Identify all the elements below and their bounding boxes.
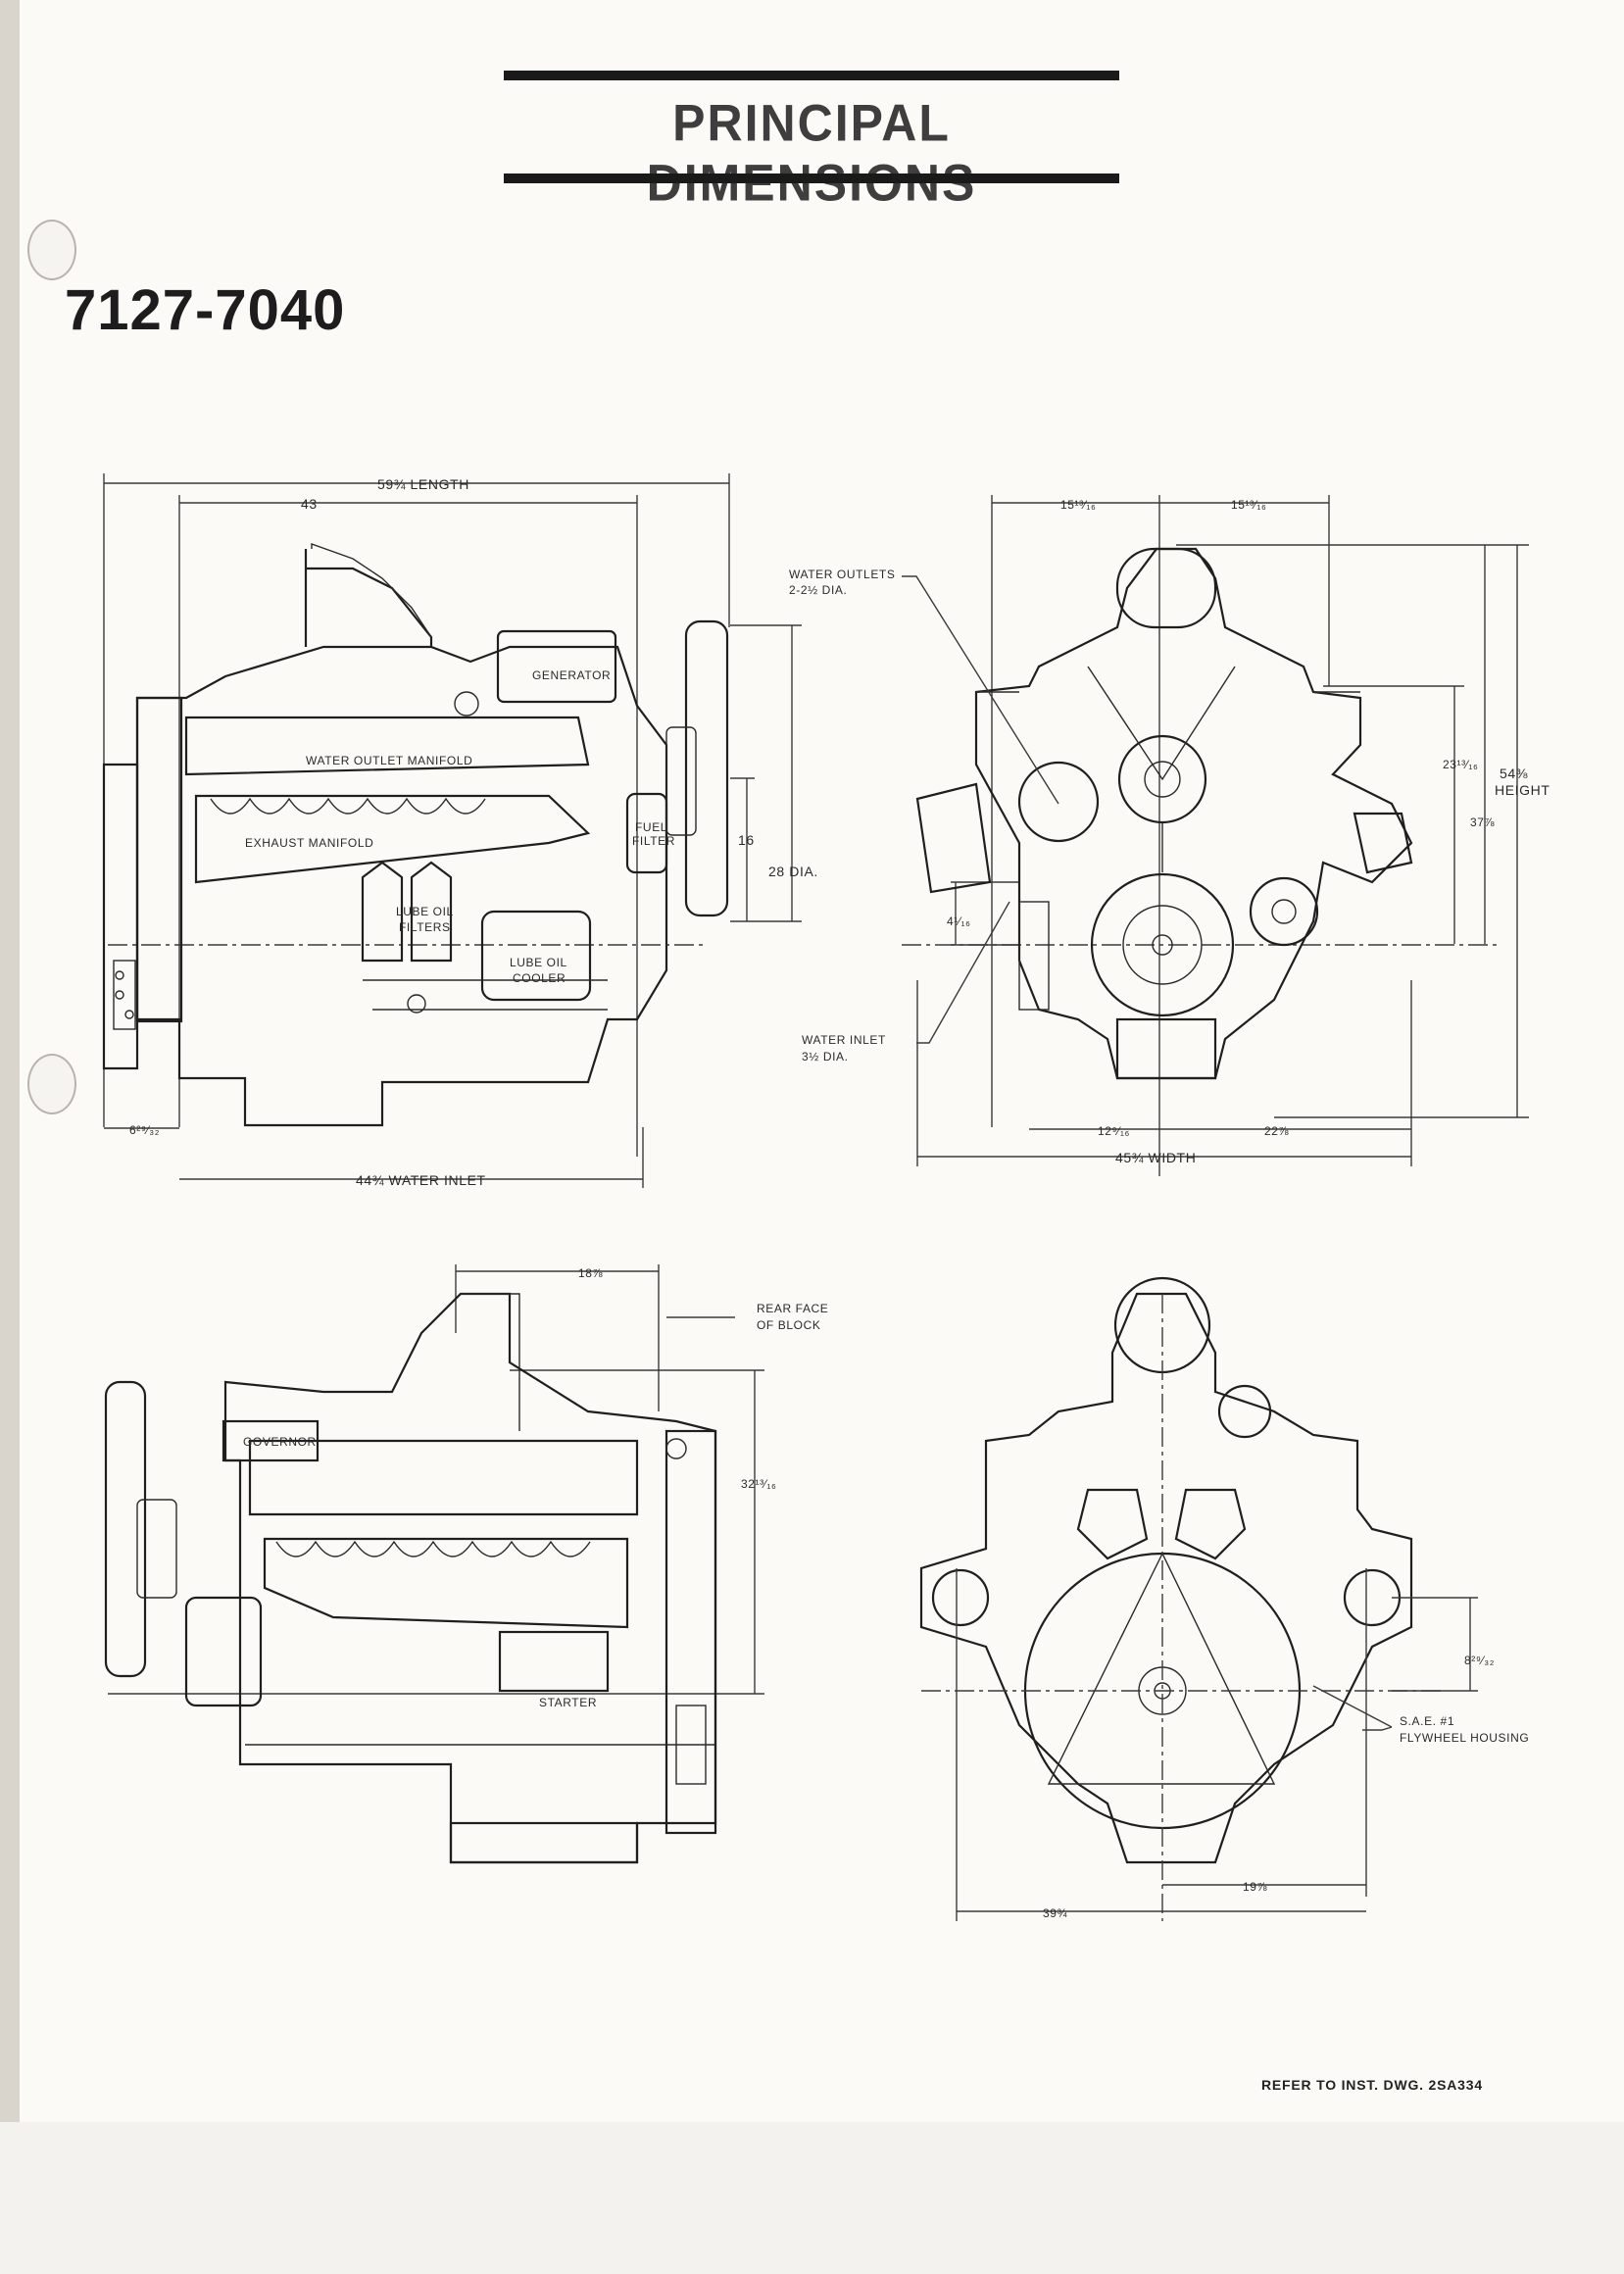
scan-left-edge xyxy=(0,0,20,2122)
dim-28-dia: 28 DIA. xyxy=(768,864,818,879)
callout-rear-face-1: REAR FACE xyxy=(757,1302,828,1315)
callout-rear-face-2: OF BLOCK xyxy=(757,1318,820,1332)
callout-water-inlet: WATER INLET xyxy=(802,1033,886,1047)
scan-bottom-margin xyxy=(0,2122,1624,2274)
callout-water-inlet-dia: 3½ DIA. xyxy=(802,1050,849,1063)
dim-height-37: 37⅞ xyxy=(1470,816,1496,829)
dim-width-right: 22⅞ xyxy=(1264,1124,1290,1138)
dim-height-32: 32¹³⁄₁₆ xyxy=(741,1477,776,1491)
dim-offset-4: 4¹⁄₁₆ xyxy=(947,915,971,928)
dim-width: 45¾ WIDTH xyxy=(1115,1150,1196,1165)
paper-sheet xyxy=(20,0,1624,2122)
dim-height-2: HEIGHT xyxy=(1495,782,1550,798)
title-rule-top xyxy=(504,71,1119,80)
dim-front-left-half: 15¹³⁄₁₆ xyxy=(1060,498,1096,512)
label-generator: GENERATOR xyxy=(532,668,611,682)
callout-sae-1: S.A.E. #1 xyxy=(1400,1714,1454,1728)
dim-16: 16 xyxy=(738,832,755,848)
label-lube-oil-cooler-2: COOLER xyxy=(513,971,566,985)
dim-front-right-half: 15¹³⁄₁₆ xyxy=(1231,498,1266,512)
label-lube-oil-cooler-1: LUBE OIL xyxy=(510,956,567,969)
binder-hole-bottom xyxy=(27,1054,76,1114)
dim-length: 59¾ LENGTH xyxy=(377,476,469,492)
dim-rear-width: 39¾ xyxy=(1043,1906,1068,1920)
front-view: 15¹³⁄₁₆ 15¹³⁄₁₆ 54⅜ HEIGHT 37⅞ 23¹³⁄₁₆ 4… xyxy=(789,495,1550,1176)
side-view-right: 18⅞ REAR FACE OF BLOCK 32¹³⁄₁₆ GOVERNOR … xyxy=(104,1264,828,1864)
side-view-left: 59¾ LENGTH 43 44¾ WATER INLET 6²⁹⁄₃₂ 28 … xyxy=(102,473,818,1188)
binder-hole-top xyxy=(27,220,76,280)
dim-height-1: 54⅜ xyxy=(1500,766,1528,781)
callout-sae-2: FLYWHEEL HOUSING xyxy=(1400,1731,1529,1745)
dim-offset-8: 8²⁹⁄₃₂ xyxy=(1464,1654,1495,1667)
title-rule-bottom xyxy=(504,173,1119,183)
label-lube-oil-filters-1: LUBE OIL xyxy=(396,905,454,918)
dim-water-inlet: 44¾ WATER INLET xyxy=(356,1172,486,1188)
label-fuel-filter-2: FILTER xyxy=(632,834,675,848)
callout-water-outlets: WATER OUTLETS xyxy=(789,568,895,581)
label-fuel-filter-1: FUEL xyxy=(635,820,667,834)
label-water-outlet-manifold: WATER OUTLET MANIFOLD xyxy=(306,754,472,767)
label-starter: STARTER xyxy=(539,1696,597,1709)
rear-view: 8²⁹⁄₃₂ S.A.E. #1 FLYWHEEL HOUSING 19⅞ 39… xyxy=(919,1276,1529,1921)
dim-front-offset: 6²⁹⁄₃₂ xyxy=(129,1123,160,1137)
drawing-reference: REFER TO INST. DWG. 2SA334 xyxy=(1261,2077,1483,2093)
callout-water-outlets-dia: 2-2½ DIA. xyxy=(789,583,847,597)
dim-height-23: 23¹³⁄₁₆ xyxy=(1443,758,1478,771)
label-lube-oil-filters-2: FILTERS xyxy=(399,920,451,934)
model-number: 7127-7040 xyxy=(65,278,346,342)
label-exhaust-manifold: EXHAUST MANIFOLD xyxy=(245,836,373,850)
dim-rear-length: 18⅞ xyxy=(578,1266,604,1280)
label-governor: GOVERNOR xyxy=(243,1435,317,1449)
dim-rear-half-right: 19⅞ xyxy=(1243,1880,1268,1894)
dim-width-left: 12⁹⁄₁₆ xyxy=(1098,1124,1130,1138)
dim-43: 43 xyxy=(301,496,318,512)
